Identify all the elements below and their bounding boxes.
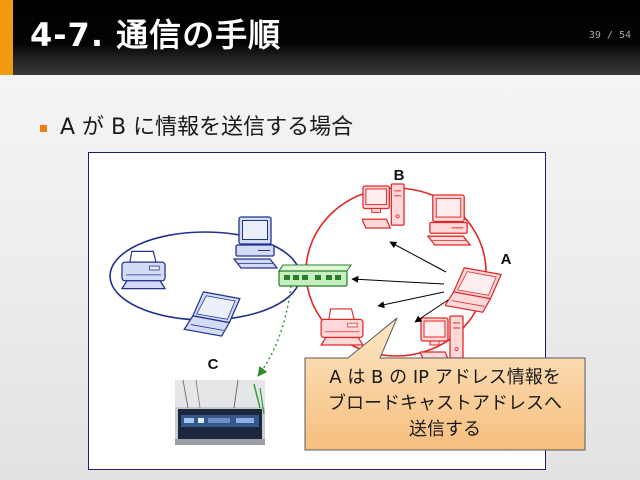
network-diagram: B A C: [109, 167, 512, 445]
callout-line: 送信する: [409, 419, 481, 440]
broadcast-arrows: [351, 241, 449, 323]
callout-text: A は B の IP アドレス情報を ブロードキャストアドレスへ 送信する: [305, 358, 585, 450]
label-b: B: [394, 167, 405, 184]
arrow: [389, 241, 447, 273]
switch-hub-icon: [277, 264, 353, 287]
label-c: C: [208, 356, 219, 373]
slide-header: [0, 0, 640, 75]
callout-line: ブロードキャストアドレスへ: [328, 393, 562, 414]
printer-icon: [121, 250, 166, 290]
dotted-link-arrow: [257, 285, 292, 377]
arrow: [414, 299, 449, 323]
header-accent-bar: [0, 0, 13, 75]
laptop-icon: [183, 291, 241, 337]
bullet-text: A が B に情報を送信する場合: [60, 115, 354, 140]
label-a: A: [501, 251, 512, 268]
bullet-marker: [40, 125, 47, 132]
desktop-pc-icon: [362, 183, 405, 229]
callout-line: A は B の IP アドレス情報を: [329, 367, 561, 388]
slide-title: 4-7. 通信の手順: [30, 16, 282, 54]
arrow: [351, 275, 445, 285]
desktop-pc-icon: [233, 216, 278, 269]
laptop-icon: [445, 266, 502, 314]
callout-box: [304, 317, 586, 451]
device-photo: [175, 379, 265, 445]
callout-pointer: [304, 317, 586, 451]
desktop-pc-icon: [427, 194, 471, 246]
arrow: [377, 291, 445, 309]
page-number: 39 / 54: [588, 30, 631, 41]
